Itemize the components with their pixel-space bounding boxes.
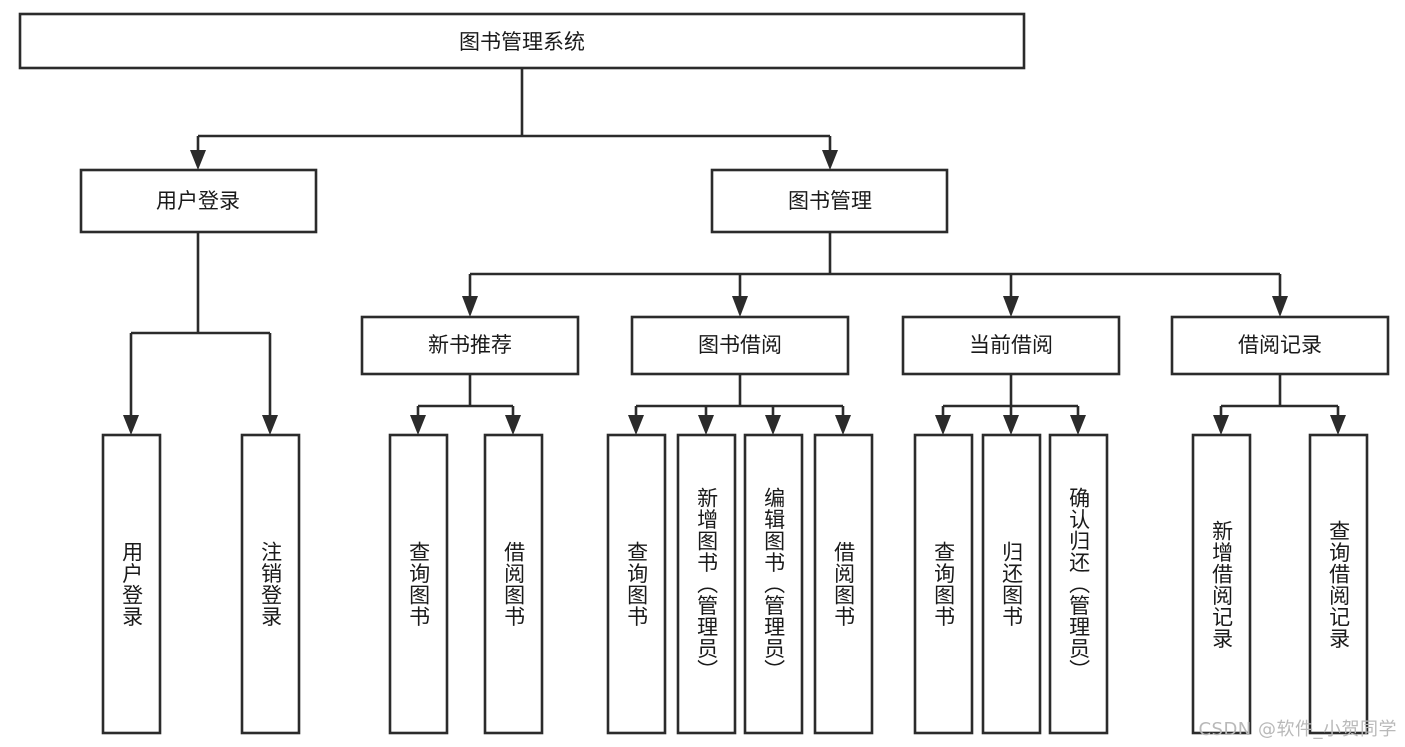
leaf-box-book-borrow-3[interactable] bbox=[813, 433, 874, 735]
leaf-box-new-book-1[interactable] bbox=[483, 433, 544, 735]
arrow-book-borrow-leaf1 bbox=[628, 415, 644, 435]
leaf-box-new-book-0[interactable] bbox=[388, 433, 449, 735]
arrow-current-borrow-leaf3 bbox=[1070, 415, 1086, 435]
node-root-label: 图书管理系统 bbox=[459, 30, 585, 54]
arrow-to-book-manage bbox=[822, 150, 838, 170]
node-book-manage-label: 图书管理 bbox=[788, 189, 872, 213]
leaf-box-current-borrow-2[interactable] bbox=[1048, 433, 1109, 735]
arrow-book-borrow-leaf3 bbox=[765, 415, 781, 435]
node-current-borrow-label: 当前借阅 bbox=[969, 333, 1053, 357]
node-current-borrow[interactable]: 当前借阅 bbox=[901, 315, 1121, 376]
node-book-manage-box[interactable] bbox=[710, 168, 949, 234]
node-new-book-label: 新书推荐 bbox=[428, 333, 512, 357]
leaf-box-current-borrow-0[interactable] bbox=[913, 433, 974, 735]
arrow-current-borrow-leaf1 bbox=[935, 415, 951, 435]
leaf-box-borrow-record-0[interactable] bbox=[1191, 433, 1252, 735]
leaf-box-user-login-1[interactable] bbox=[240, 433, 301, 735]
arrow-borrow-record-leaf2 bbox=[1330, 415, 1346, 435]
leaf-box-book-borrow-0[interactable] bbox=[606, 433, 667, 735]
node-user-login-label: 用户登录 bbox=[156, 189, 240, 213]
node-new-book-box[interactable] bbox=[360, 315, 580, 376]
connector-group bbox=[123, 68, 1346, 435]
leaf-box-book-borrow-1[interactable] bbox=[676, 433, 737, 735]
node-root-box[interactable] bbox=[18, 12, 1026, 70]
arrow-new-book-leaf2 bbox=[505, 415, 521, 435]
arrow-borrow-record-leaf1 bbox=[1213, 415, 1229, 435]
arrow-book-borrow-leaf4 bbox=[835, 415, 851, 435]
node-book-borrow-box[interactable] bbox=[630, 315, 850, 376]
node-borrow-record-box[interactable] bbox=[1170, 315, 1390, 376]
node-borrow-record[interactable]: 借阅记录 bbox=[1170, 315, 1390, 376]
arrow-user-login-leaf2 bbox=[262, 415, 278, 435]
watermark-text: CSDN @软件_小贺同学 bbox=[1198, 719, 1397, 740]
arrow-current-borrow-leaf2 bbox=[1003, 415, 1019, 435]
node-root[interactable]: 图书管理系统 bbox=[18, 12, 1026, 70]
arrow-to-borrow-record bbox=[1272, 296, 1288, 317]
node-book-manage[interactable]: 图书管理 bbox=[710, 168, 949, 234]
arrow-user-login-leaf1 bbox=[123, 415, 139, 435]
leaf-box-book-borrow-2[interactable] bbox=[743, 433, 804, 735]
node-borrow-record-label: 借阅记录 bbox=[1238, 333, 1322, 357]
node-user-login-box[interactable] bbox=[79, 168, 318, 234]
node-user-login[interactable]: 用户登录 bbox=[79, 168, 318, 234]
arrow-to-current-borrow bbox=[1003, 296, 1019, 317]
leaf-box-group bbox=[101, 433, 1369, 735]
arrow-new-book-leaf1 bbox=[410, 415, 426, 435]
leaf-box-borrow-record-1[interactable] bbox=[1308, 433, 1369, 735]
node-book-borrow[interactable]: 图书借阅 bbox=[630, 315, 850, 376]
arrow-to-new-book bbox=[462, 296, 478, 317]
leaf-box-user-login-0[interactable] bbox=[101, 433, 162, 735]
leaf-box-current-borrow-1[interactable] bbox=[981, 433, 1042, 735]
node-book-borrow-label: 图书借阅 bbox=[698, 333, 782, 357]
arrow-book-borrow-leaf2 bbox=[698, 415, 714, 435]
arrow-to-book-borrow bbox=[732, 296, 748, 317]
node-current-borrow-box[interactable] bbox=[901, 315, 1121, 376]
arrow-to-user-login bbox=[190, 150, 206, 170]
node-new-book[interactable]: 新书推荐 bbox=[360, 315, 580, 376]
